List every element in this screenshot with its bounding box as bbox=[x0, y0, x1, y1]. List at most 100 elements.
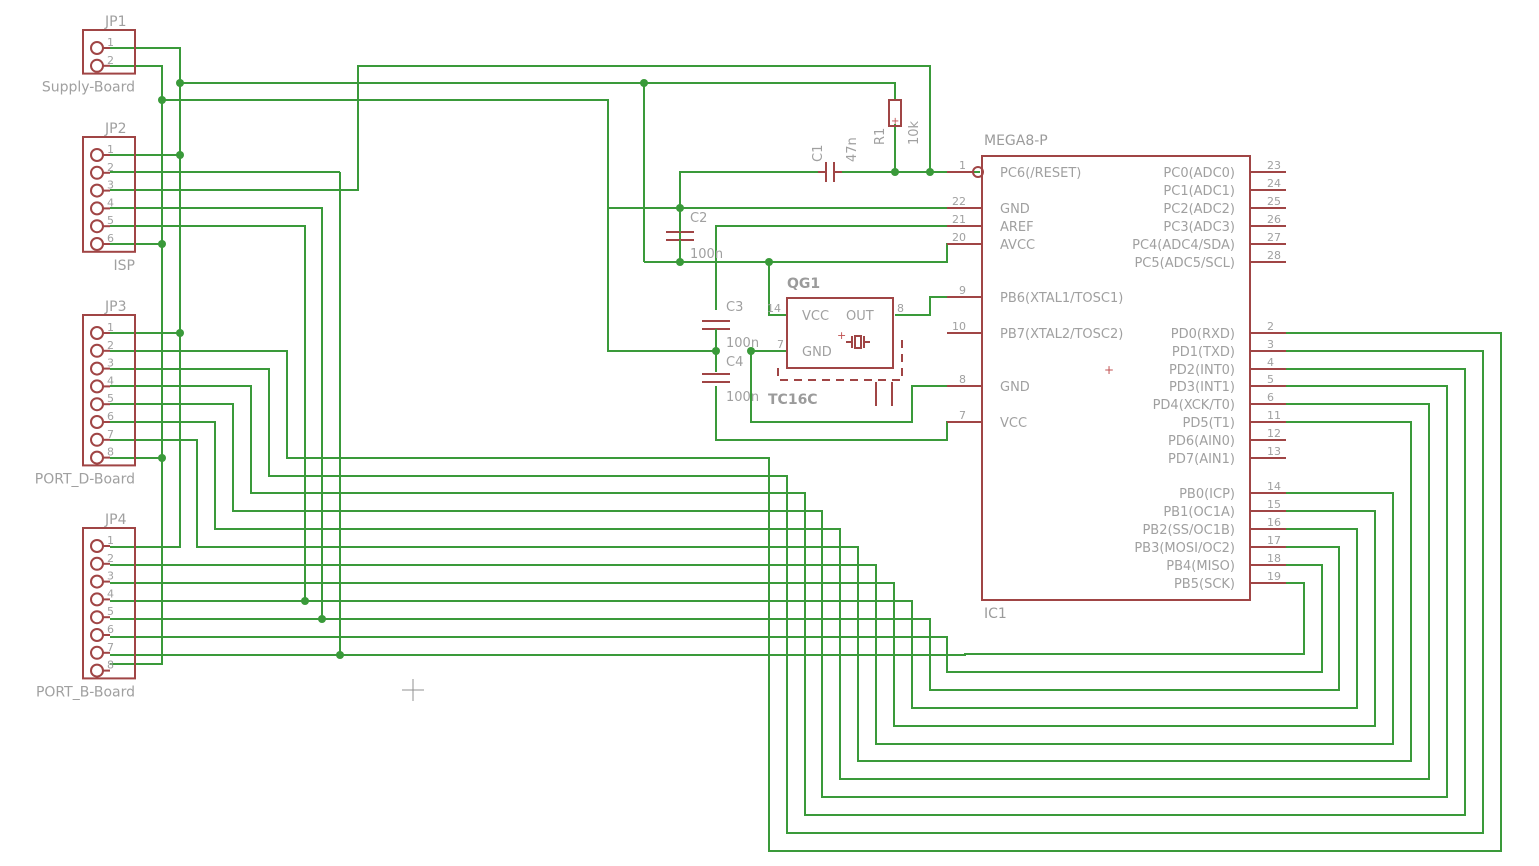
connector-pin[interactable] bbox=[90, 361, 104, 376]
capacitor-c3[interactable]: C3 100n bbox=[702, 300, 759, 372]
qg1-gnd-label: GND bbox=[802, 345, 832, 360]
oscillator-qg1[interactable]: QG1 TC16C VCC OUT GND 14 8 7 + bbox=[767, 276, 904, 408]
connector-pin[interactable] bbox=[90, 237, 104, 251]
connector-pin-number: 2 bbox=[107, 161, 114, 174]
connector-pin[interactable] bbox=[90, 148, 104, 162]
r1-value: 10k bbox=[907, 120, 922, 145]
ic-pin-number: 5 bbox=[1267, 373, 1274, 386]
ic-pin-label: GND bbox=[1000, 380, 1030, 395]
r1-name: R1 bbox=[873, 128, 888, 145]
connector-pin[interactable] bbox=[90, 379, 104, 394]
connector-pin[interactable] bbox=[90, 219, 104, 234]
connector-pin-number: 8 bbox=[107, 446, 114, 459]
ic-pin-number: 20 bbox=[952, 231, 966, 244]
ic-pin-number: 26 bbox=[1267, 213, 1281, 226]
connector-pin[interactable] bbox=[90, 343, 104, 358]
ic-pin-number: 19 bbox=[1267, 570, 1281, 583]
connector-pin[interactable] bbox=[90, 628, 104, 642]
ic-pin-number: 7 bbox=[959, 409, 966, 422]
ic-pin-label: VCC bbox=[1000, 416, 1027, 431]
capacitor-c2[interactable]: C2 100n bbox=[666, 208, 723, 262]
crystal-icon: + bbox=[837, 329, 870, 349]
wire-group bbox=[110, 47, 1502, 852]
connector-pin[interactable] bbox=[90, 592, 104, 607]
resistor-r1[interactable]: + R1 10k bbox=[873, 99, 922, 145]
connector-pin[interactable] bbox=[90, 183, 104, 198]
connector-pin[interactable] bbox=[90, 432, 104, 447]
connector-label: PORT_D-Board bbox=[35, 471, 135, 487]
connector-pin[interactable] bbox=[90, 41, 104, 55]
connector-pin-number: 1 bbox=[107, 36, 114, 49]
connector-pin[interactable] bbox=[90, 415, 104, 429]
connector-pin[interactable] bbox=[90, 645, 104, 660]
connector-pin[interactable] bbox=[90, 663, 104, 678]
connector-pin-number: 3 bbox=[107, 357, 114, 370]
connector-pin[interactable] bbox=[90, 326, 104, 340]
ic-pin-number: 21 bbox=[952, 213, 966, 226]
ic-pin-number: 8 bbox=[959, 373, 966, 386]
ic-pin-number: 11 bbox=[1267, 409, 1281, 422]
connector-pin[interactable] bbox=[90, 397, 104, 412]
ic-pin-number: 13 bbox=[1267, 445, 1281, 458]
capacitor-c1[interactable]: C1 47n bbox=[811, 137, 860, 182]
ic-pin-label: PC3(ADC3) bbox=[1163, 220, 1235, 235]
c4-name: C4 bbox=[726, 355, 743, 370]
ic-pin-label: PD4(XCK/T0) bbox=[1153, 398, 1235, 413]
ic-right-pin-group: 23PC0(ADC0)24PC1(ADC1)25PC2(ADC2)26PC3(A… bbox=[1132, 159, 1286, 592]
connector-pin-number: 1 bbox=[107, 143, 114, 156]
connector-pin[interactable] bbox=[90, 574, 104, 589]
connector-pin-number: 4 bbox=[107, 587, 114, 600]
c3-value: 100n bbox=[726, 336, 759, 351]
connector-pin-number: 2 bbox=[107, 339, 114, 352]
connector-pin[interactable] bbox=[90, 165, 104, 180]
qg1-name: QG1 bbox=[787, 276, 820, 292]
c1-value: 47n bbox=[845, 137, 860, 162]
c2-name: C2 bbox=[690, 211, 707, 226]
ic-pin-label: PC2(ADC2) bbox=[1163, 202, 1235, 217]
connector-pin[interactable] bbox=[90, 610, 104, 625]
ic-pin-number: 15 bbox=[1267, 498, 1281, 511]
connector-pin[interactable] bbox=[90, 58, 104, 73]
ic-mega8[interactable]: MEGA8-P IC1 1PC6(/RESET)22GND21AREF20AVC… bbox=[947, 133, 1286, 622]
connector-pin[interactable] bbox=[90, 539, 104, 553]
connector-pin[interactable] bbox=[90, 556, 104, 571]
capacitor-c4[interactable]: C4 100n bbox=[702, 355, 759, 405]
connector-pin[interactable] bbox=[90, 201, 104, 216]
qg1-pin7: 7 bbox=[777, 338, 784, 351]
connector-pin[interactable] bbox=[90, 450, 104, 465]
connector-pin-number: 6 bbox=[107, 232, 114, 245]
